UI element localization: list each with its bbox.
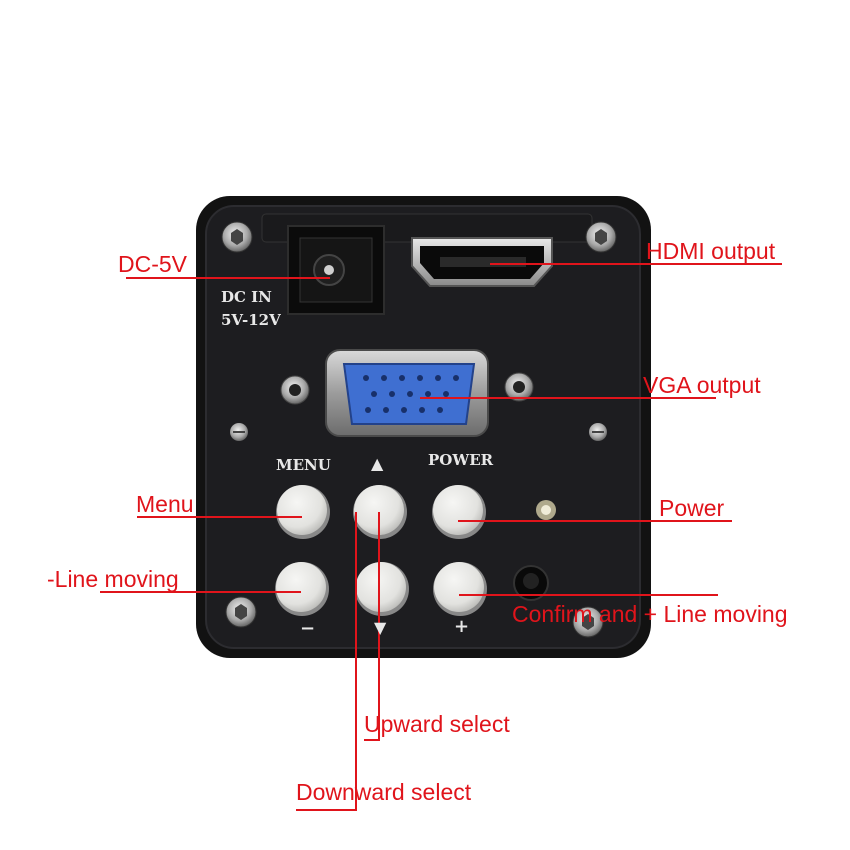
dc-in-label: DC IN [221,288,272,306]
hdmi-port[interactable] [411,237,553,287]
callout-lines [100,263,782,811]
callout-confirm: Confirm and + Line moving [512,601,788,627]
ir-sensor [513,565,549,601]
power-panel-label: POWER [428,451,494,469]
plus-label: + [454,616,470,637]
callout-dc: DC-5V [118,251,188,277]
voltage-label: 5V-12V [221,311,281,329]
power-button[interactable] [432,485,486,539]
callout-line-minus: -Line moving [47,566,179,592]
callout-vga: VGA output [643,372,761,398]
screw-icon [221,221,253,253]
callout-menu: Menu [136,491,194,517]
power-led-indicator [536,500,556,520]
leader-upward [364,512,380,741]
leader-downward [296,512,357,811]
dc-power-jack[interactable] [287,225,385,315]
vga-port[interactable] [280,349,534,437]
callout-hdmi: HDMI output [646,238,776,264]
screw-icon [225,596,257,628]
minus-button[interactable] [275,562,329,616]
menu-panel-label: MENU [276,456,331,474]
plus-confirm-button[interactable] [433,562,487,616]
menu-button[interactable] [276,485,330,539]
down-button[interactable] [355,562,409,616]
callout-upward: Upward select [364,711,510,737]
minus-label: − [300,618,316,639]
screw-icon [572,606,604,638]
callout-power: Power [659,495,725,521]
screw-icon [585,221,617,253]
small-screw-icon [589,423,607,441]
up-arrow-label: ▲ [371,454,384,473]
small-screw-icon [230,423,248,441]
down-arrow-label: ▼ [374,618,387,637]
callout-downward: Downward select [296,779,472,805]
